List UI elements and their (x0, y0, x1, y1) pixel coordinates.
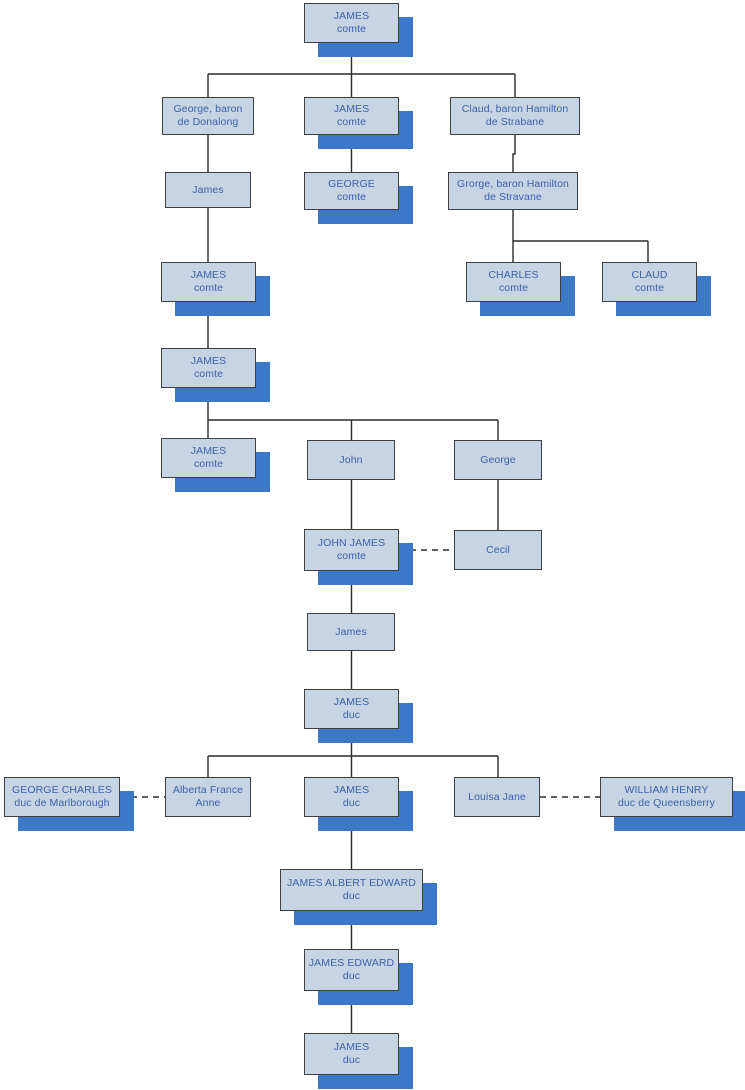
node-title: duc (342, 970, 361, 982)
tree-node[interactable]: Louisa Jane (454, 777, 540, 817)
node-name: George (480, 453, 516, 466)
node-title: duc (342, 890, 361, 902)
node-title: comte (193, 282, 224, 294)
node-name: Claud, baron Hamilton (461, 103, 569, 115)
node-name: Cecil (486, 543, 510, 556)
node-name: George, baron (173, 103, 243, 115)
node-title: comte (193, 458, 224, 470)
node-name: JAMES (333, 696, 370, 708)
node-title: comte (634, 282, 665, 294)
node-title: comte (336, 23, 367, 35)
tree-node[interactable]: John (307, 440, 395, 480)
node-name: JAMES EDWARD (308, 957, 395, 969)
node-title: duc (342, 797, 361, 809)
tree-node[interactable]: James (165, 172, 251, 208)
tree-node[interactable]: George (454, 440, 542, 480)
node-name: JAMES (333, 10, 370, 22)
node-name: James (335, 625, 367, 638)
node-title: comte (498, 282, 529, 294)
node-name: JAMES (190, 355, 227, 367)
node-name: Alberta France (172, 784, 244, 796)
node-title: duc de Marlborough (14, 797, 110, 809)
node-title: comte (336, 116, 367, 128)
node-name: CLAUD (631, 269, 668, 281)
node-name: GEORGE CHARLES (11, 784, 112, 796)
node-title: comte (336, 550, 367, 562)
node-title: duc (342, 1054, 361, 1066)
node-title: duc de Queensberry (618, 797, 715, 809)
node-name: Louisa Jane (468, 790, 526, 803)
node-name: WILLIAM HENRY (624, 784, 709, 796)
node-name: JAMES (333, 103, 370, 115)
tree-node[interactable]: Cecil (454, 530, 542, 570)
node-title: Anne (195, 797, 221, 809)
node-name: JOHN JAMES (317, 537, 386, 549)
node-title: comte (336, 191, 367, 203)
node-title: comte (193, 368, 224, 380)
node-name: JAMES (333, 784, 370, 796)
node-name: JAMES (190, 445, 227, 457)
node-name: JAMES (190, 269, 227, 281)
node-name: JAMES ALBERT EDWARD (287, 877, 416, 889)
node-title: duc (342, 709, 361, 721)
edge-n4-n7 (512, 135, 516, 172)
node-name: John (339, 453, 363, 466)
node-name: CHARLES (488, 269, 539, 281)
node-name: Grorge, baron Hamilton (457, 178, 569, 190)
tree-node[interactable]: James (307, 613, 395, 651)
node-title: de Stravane (484, 191, 542, 203)
node-name: GEORGE (328, 178, 375, 190)
node-title: de Strabane (485, 116, 545, 128)
node-name: JAMES (333, 1041, 370, 1053)
node-title: de Donalong (177, 116, 239, 128)
node-name: James (192, 183, 224, 196)
